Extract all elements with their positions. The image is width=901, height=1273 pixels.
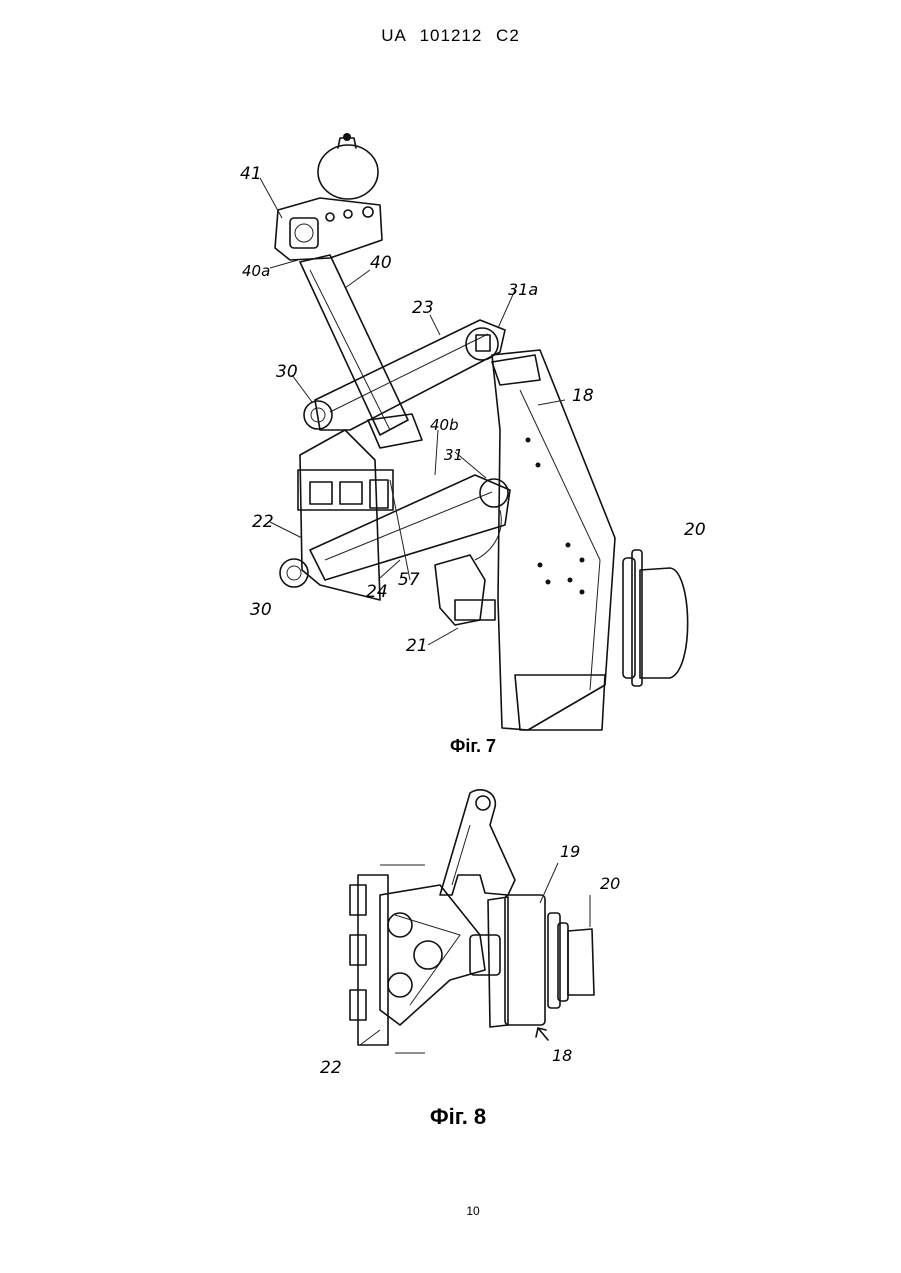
fig7-label-21: 21 bbox=[406, 636, 428, 656]
fig7-label-30-lower: 30 bbox=[250, 600, 272, 620]
fig7-label-31a: 31a bbox=[508, 280, 538, 299]
fig7-label-40b: 40b bbox=[430, 416, 459, 434]
fig7-label-30-upper: 30 bbox=[276, 362, 298, 382]
fig7-label-22: 22 bbox=[252, 512, 274, 532]
fig8-label-22: 22 bbox=[320, 1058, 342, 1078]
fig8-label-20: 20 bbox=[600, 874, 620, 893]
page-number: 10 bbox=[0, 1204, 901, 1218]
figure-8-drawing bbox=[340, 785, 610, 1065]
fig7-label-40a: 40a bbox=[242, 262, 270, 280]
patent-header: UA 101212 C2 bbox=[0, 26, 901, 46]
fig7-label-18: 18 bbox=[572, 386, 594, 406]
figure-7-caption: Фіг. 7 bbox=[0, 736, 901, 757]
fig7-label-24: 24 bbox=[366, 582, 388, 602]
fig8-label-18: 18 bbox=[552, 1046, 572, 1065]
fig7-label-20: 20 bbox=[684, 520, 706, 540]
fig8-label-19: 19 bbox=[560, 842, 580, 861]
fig7-label-31: 31 bbox=[444, 446, 463, 464]
fig7-label-40: 40 bbox=[370, 253, 392, 273]
fig7-label-23: 23 bbox=[412, 298, 434, 318]
figure-7-drawing bbox=[230, 130, 710, 740]
fig7-label-57: 57 bbox=[398, 570, 420, 590]
figure-8-caption: Фіг. 8 bbox=[0, 1104, 901, 1130]
fig7-label-41: 41 bbox=[240, 164, 262, 184]
